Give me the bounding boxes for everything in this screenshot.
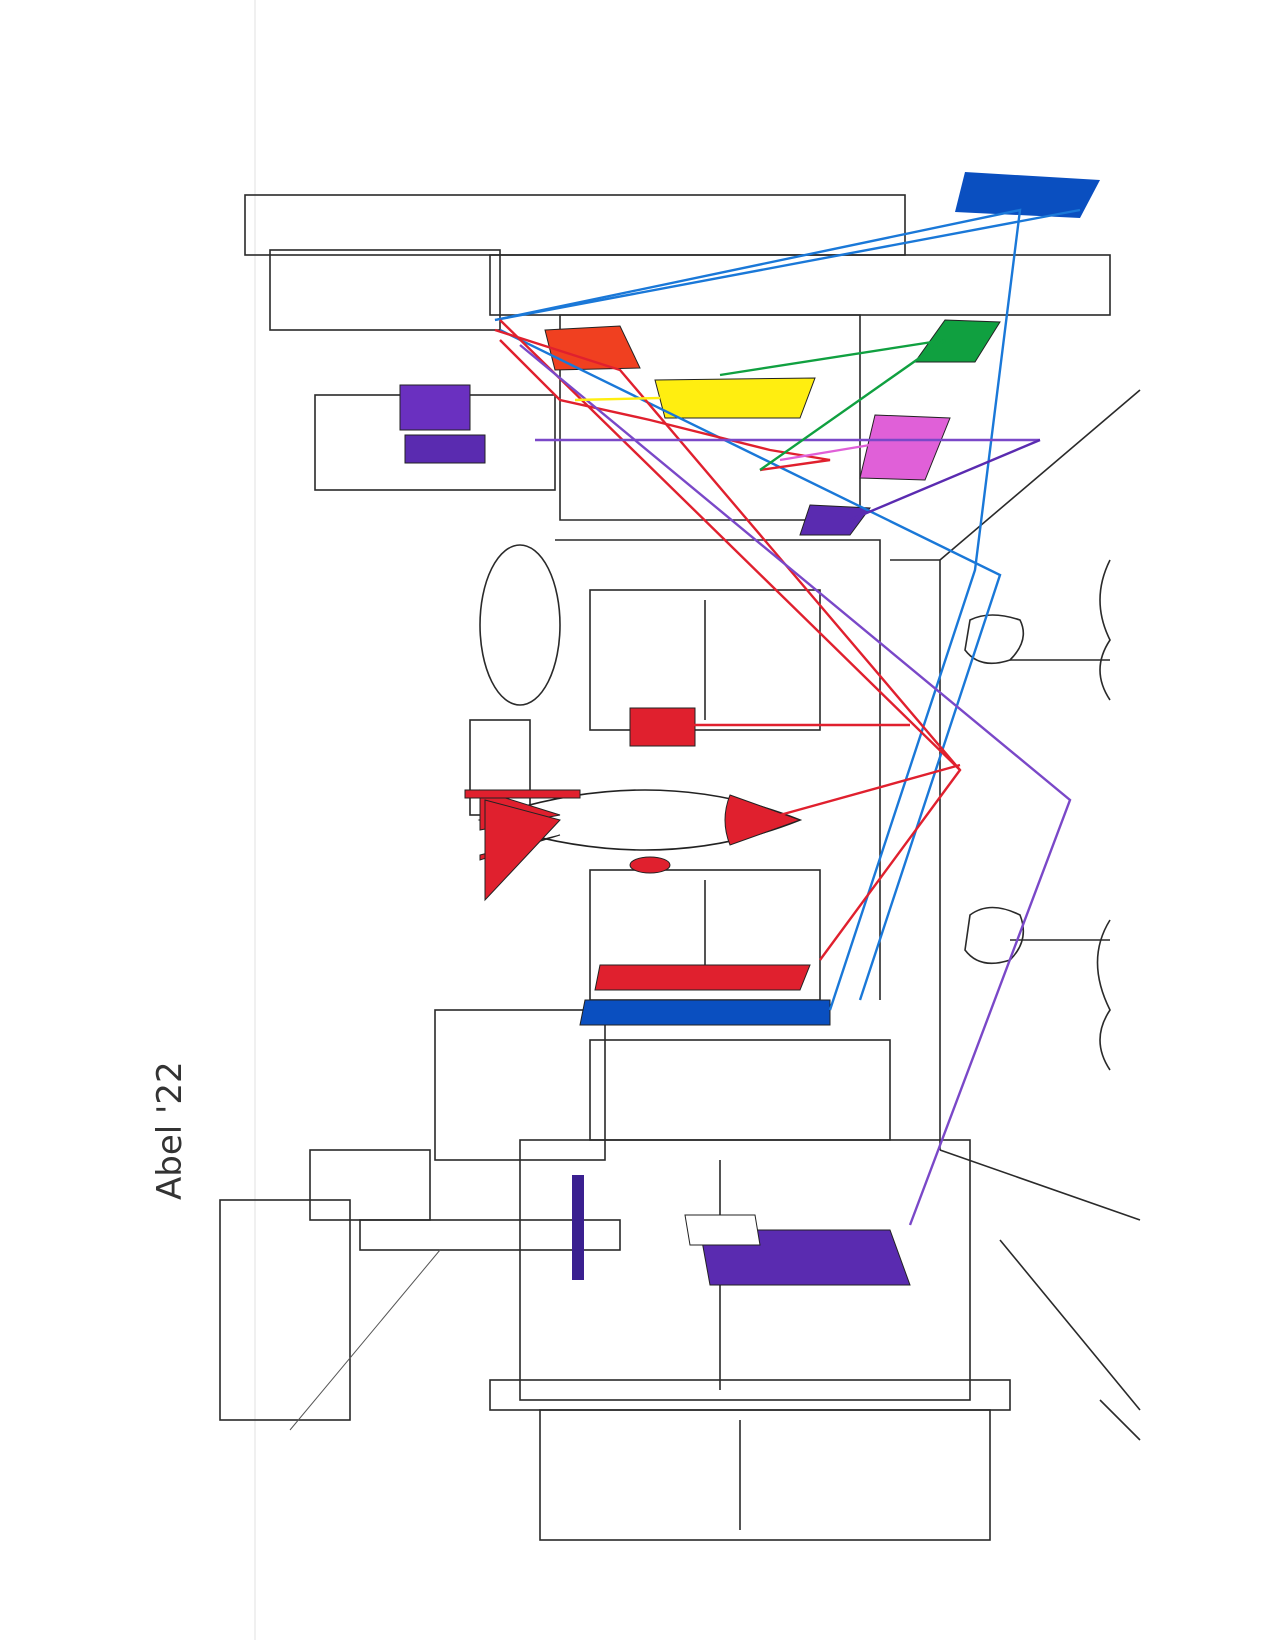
room-structure [219,194,1141,1541]
orange-panel [544,325,641,371]
red-panel-middle [629,707,696,747]
blue-strip [579,999,831,1026]
green-panel [914,319,1001,363]
blue-panel [955,172,1100,218]
yellow-panel [654,377,816,419]
string-lines [494,208,1081,1226]
red-strip [594,964,811,991]
colored-panels [399,172,1100,1286]
rocket-illustration [464,789,803,902]
purple-small-panel [799,504,871,536]
magenta-panel [859,414,951,481]
side-tables [964,559,1111,1071]
purple-box-side [404,434,486,464]
purple-box-top [399,384,471,431]
purple-pillar [572,1175,584,1280]
